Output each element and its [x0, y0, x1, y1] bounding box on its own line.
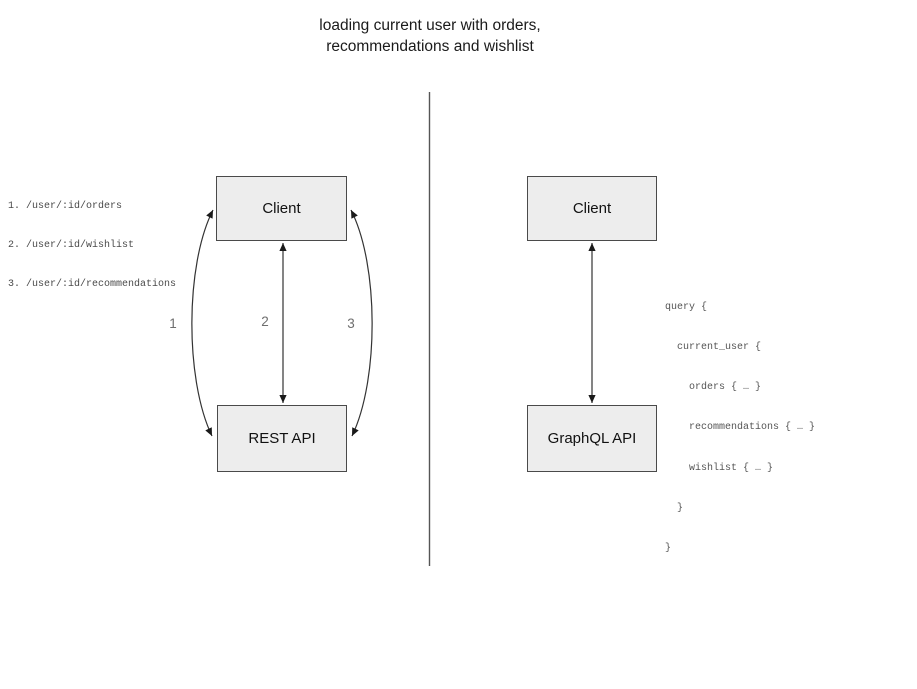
diagram-title-line1: loading current user with orders, — [319, 17, 541, 34]
diagram-title: loading current user with orders, recomm… — [0, 15, 860, 57]
rest-endpoint-list: 1. /user/:id/orders 2. /user/:id/wishlis… — [8, 174, 176, 317]
query-line: current_user { — [665, 342, 762, 354]
query-line: orders { … } — [665, 382, 762, 394]
diagram-title-line2: recommendations and wishlist — [326, 38, 534, 55]
rest-arrow-3 — [350, 209, 373, 437]
rest-api-label: REST API — [248, 430, 316, 447]
rest-arrow-label-2: 2 — [261, 314, 269, 329]
query-line: wishlist { … } — [665, 462, 774, 474]
rest-endpoint-wishlist: 2. /user/:id/wishlist — [8, 240, 135, 251]
rest-arrow-label-1: 1 — [169, 316, 177, 331]
rest-endpoint-orders: 1. /user/:id/orders — [8, 201, 123, 212]
graphql-query-snippet: query { current_user { orders { … } reco… — [665, 274, 815, 582]
query-line: query { — [665, 301, 708, 313]
query-line: recommendations { … } — [665, 422, 816, 434]
graphql-api-label: GraphQL API — [547, 430, 637, 447]
graphql-client-node: Client — [527, 176, 657, 241]
graphql-api-node: GraphQL API — [527, 405, 657, 472]
query-line: } — [665, 543, 672, 555]
rest-client-node: Client — [216, 176, 347, 241]
query-line: } — [665, 502, 684, 514]
rest-api-node: REST API — [217, 405, 347, 472]
graphql-client-label: Client — [572, 200, 612, 217]
rest-endpoint-recommendations: 3. /user/:id/recommendations — [8, 279, 177, 290]
rest-arrow-1 — [191, 209, 214, 437]
rest-client-label: Client — [262, 200, 301, 217]
rest-arrow-label-3: 3 — [347, 316, 355, 331]
